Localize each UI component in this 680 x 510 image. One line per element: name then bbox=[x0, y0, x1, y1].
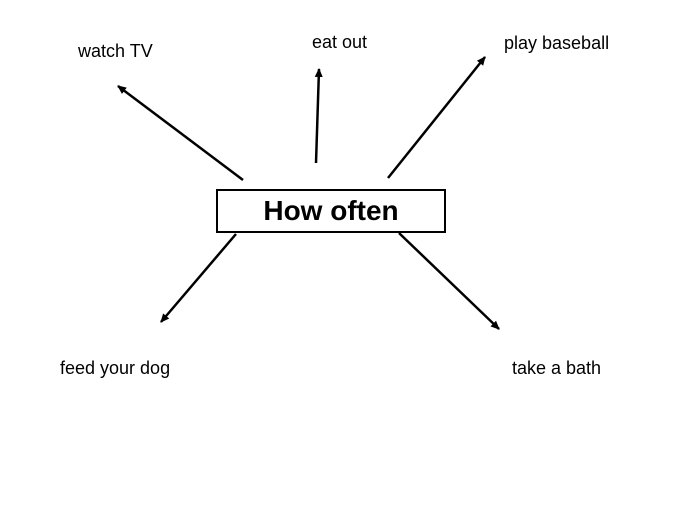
arrow-feed-your-dog bbox=[160, 233, 237, 323]
arrow-take-a-bath bbox=[398, 232, 500, 330]
label-play-baseball: play baseball bbox=[504, 33, 610, 53]
label-eat-out: eat out bbox=[312, 32, 368, 52]
center-title: How often bbox=[263, 195, 399, 226]
arrow-watch-tv bbox=[117, 85, 244, 181]
center-node: How often bbox=[216, 189, 446, 233]
arrow-eat-out bbox=[314, 68, 323, 164]
label-feed-your-dog: feed your dog bbox=[60, 358, 171, 378]
label-watch-tv: watch TV bbox=[78, 41, 153, 61]
label-take-a-bath: take a bath bbox=[512, 358, 602, 378]
arrow-play-baseball bbox=[387, 56, 486, 179]
